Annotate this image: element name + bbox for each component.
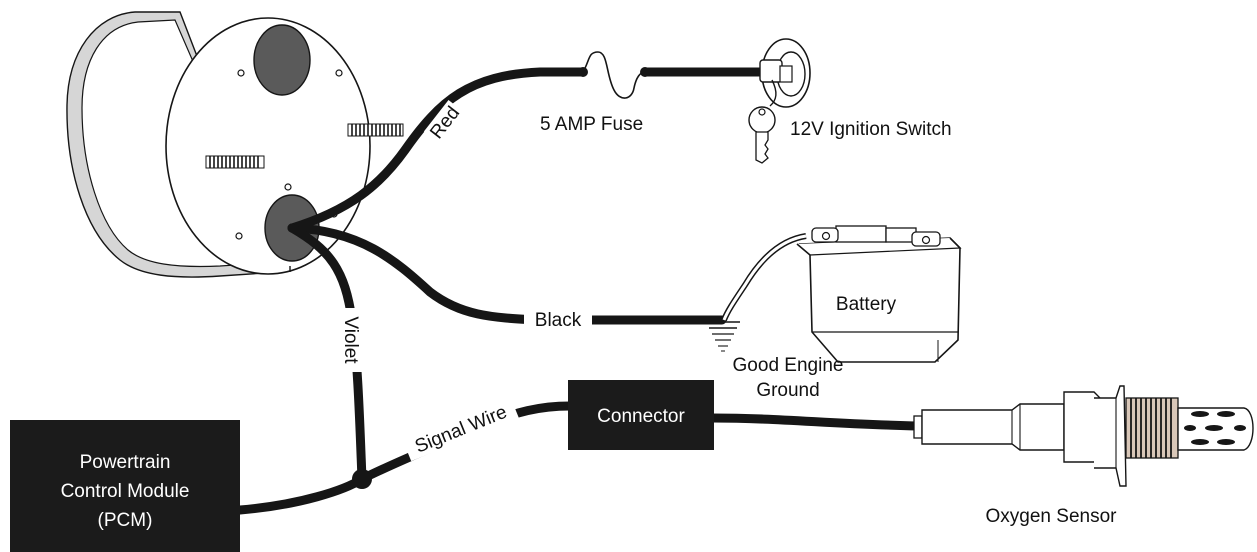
ground-symbol-icon <box>706 321 740 352</box>
oxygen-sensor-label: Oxygen Sensor <box>986 506 1118 527</box>
ignition-switch-label: 12V Ignition Switch <box>790 119 952 140</box>
pcm-label-line1: Powertrain <box>80 452 171 473</box>
ground-label-line1: Good Engine <box>733 355 844 376</box>
pcm-label-line2: Control Module <box>61 481 190 502</box>
ground-label-line2: Ground <box>756 380 819 401</box>
connector-box <box>568 380 714 450</box>
red-wire <box>287 67 588 233</box>
black-wire <box>287 223 727 325</box>
black-wire-label: Black <box>535 310 582 331</box>
violet-wire-label: Violet <box>340 316 361 364</box>
wire-junction <box>352 469 372 489</box>
pcm-wire <box>235 474 367 515</box>
oxygen-sensor-icon <box>913 385 1254 487</box>
gauge-icon <box>66 11 404 278</box>
connector-label: Connector <box>597 406 685 427</box>
battery-label: Battery <box>836 294 897 315</box>
violet-label-group: Violet <box>340 308 364 372</box>
red-label-group: Red <box>423 100 466 146</box>
signal-wire-label-group: Signal Wire <box>402 395 519 462</box>
fuse-label: 5 AMP Fuse <box>540 114 643 135</box>
wires <box>235 67 923 515</box>
pcm-box <box>10 420 240 552</box>
black-label-group: Black <box>524 306 592 332</box>
pcm-label-line3: (PCM) <box>98 510 153 531</box>
battery-icon <box>721 225 962 363</box>
sensor-wire <box>707 413 923 431</box>
ignition-switch-icon <box>759 38 811 108</box>
fuse-icon <box>582 51 646 99</box>
key-icon <box>748 79 777 164</box>
